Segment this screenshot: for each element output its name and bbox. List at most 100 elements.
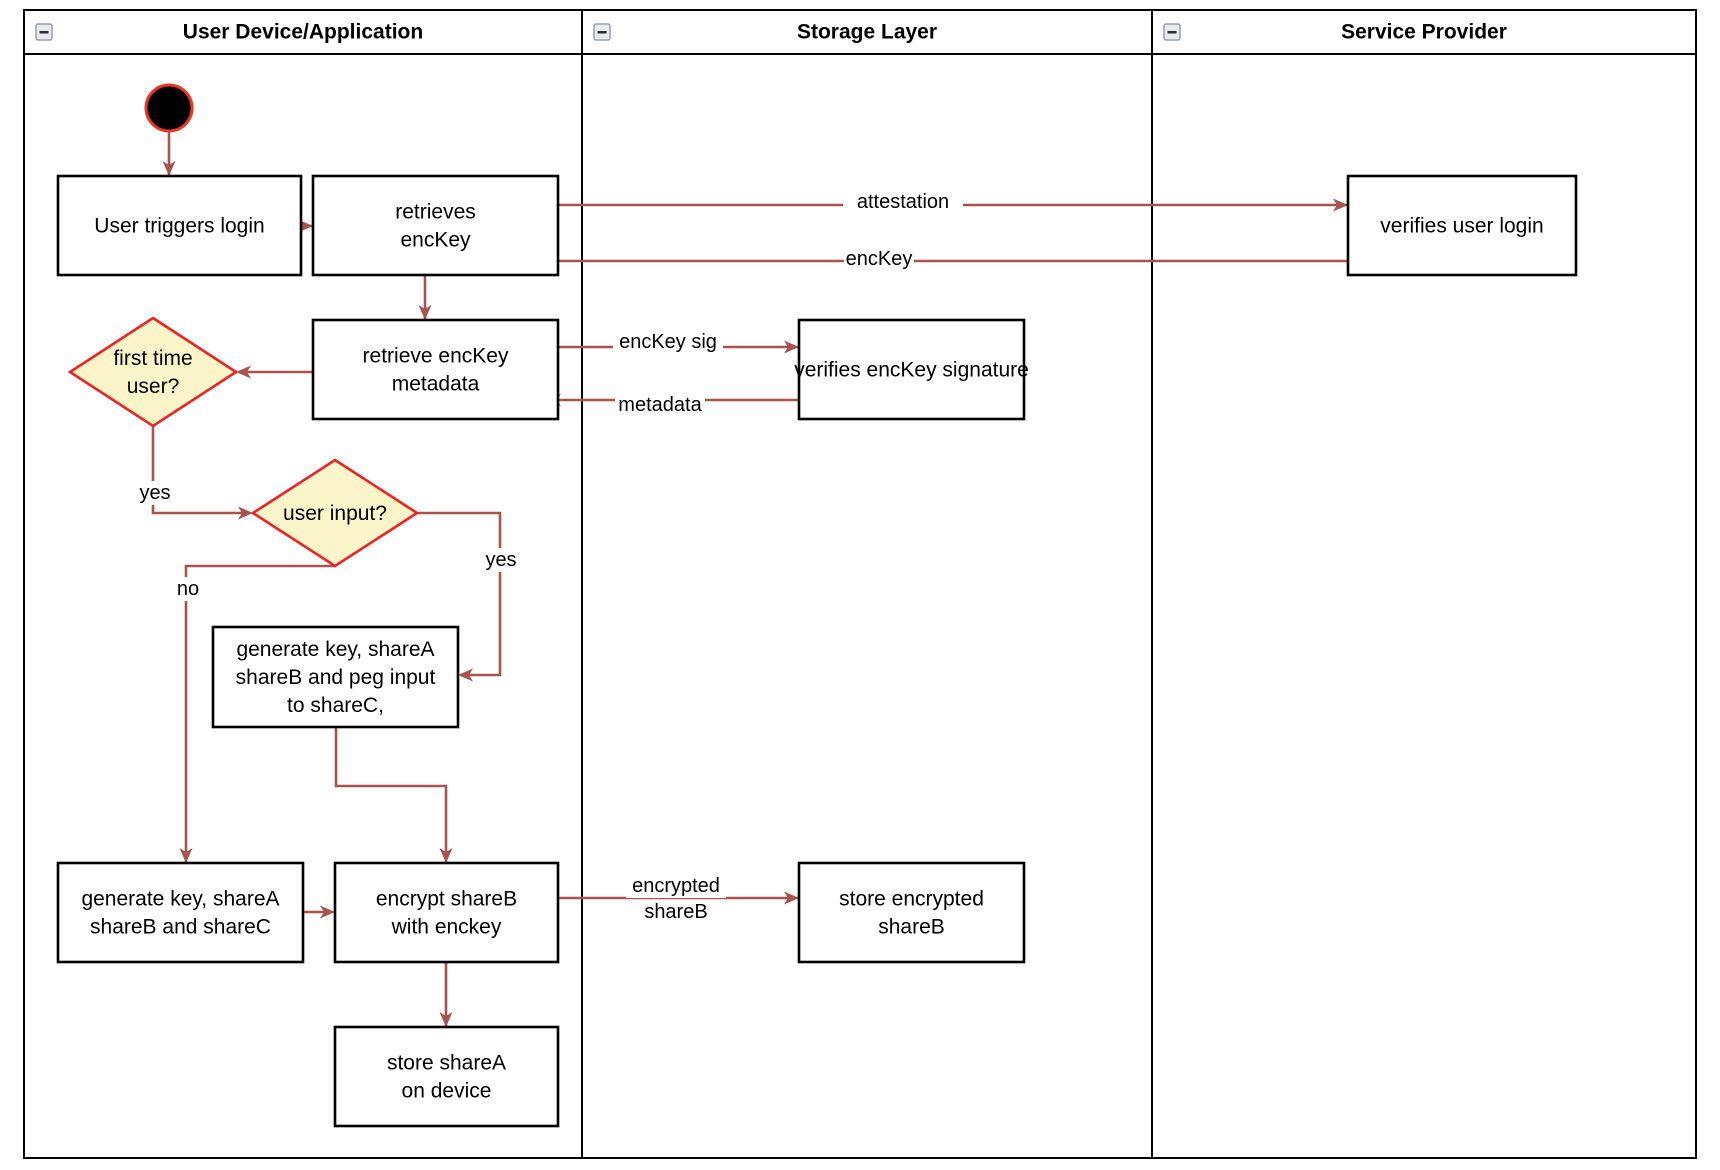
decision-shape	[250, 458, 420, 568]
edge-arrowhead	[458, 668, 473, 682]
node-encrypt-shareb[interactable]: encrypt shareB with enckey	[333, 861, 560, 964]
edge-label-backdrop	[613, 330, 723, 354]
node-user-input[interactable]: user input?	[250, 458, 420, 568]
node-label-text: shareB and peg input	[236, 666, 436, 689]
edge-arrowhead	[418, 305, 432, 320]
node-label-text: User triggers login	[94, 215, 264, 238]
node-label-text: encKey	[400, 229, 471, 252]
action-shape	[1346, 174, 1578, 277]
action-shape	[56, 174, 303, 277]
swimlane-header	[1151, 9, 1697, 55]
edge-peg-to-encrypt	[334, 727, 453, 863]
node-label-text: verifies encKey signature	[794, 359, 1029, 382]
node-label-text: metadata	[392, 373, 480, 396]
node-label-text: shareB	[878, 916, 945, 939]
edge-line	[184, 564, 335, 863]
node-retrieves-enckey[interactable]: retrieves encKey	[311, 174, 560, 277]
edge-arrowhead	[439, 1012, 453, 1027]
node-label-text: on device	[402, 1080, 492, 1103]
edge-shares-to-encrypt	[303, 905, 335, 919]
start-node-icon	[144, 83, 194, 133]
edge-label-firsttime-yes: yes	[135, 481, 175, 505]
node-label-text: retrieves	[395, 201, 476, 224]
action-shape	[56, 861, 305, 964]
edge-label-metadata-return: metadata	[615, 393, 705, 417]
swimlane-title: User Device/Application	[183, 21, 423, 44]
edge-label-attestation: attestation	[843, 190, 963, 214]
edge-label-enckey-return: encKey	[844, 247, 914, 271]
node-label-text: retrieve encKey	[363, 345, 509, 368]
edge-label-text: shareB	[644, 901, 707, 923]
swimlane-body	[581, 53, 1153, 1159]
node-verifies-enckey-signature[interactable]: verifies encKey signature	[794, 318, 1029, 421]
node-label-text: shareB and shareC	[90, 916, 271, 939]
action-shape	[333, 861, 560, 964]
edge-userinput-no	[179, 564, 335, 863]
edge-label-userinput-yes: yes	[481, 548, 521, 572]
edge-label-enckey-sig: encKey sig	[613, 330, 723, 354]
action-shape	[311, 318, 560, 421]
swimlane-title: Service Provider	[1341, 21, 1507, 44]
edge-start-to-login	[162, 131, 176, 176]
swimlane-header	[23, 9, 583, 55]
edge-arrowhead	[1333, 198, 1348, 212]
collapse-icon-bar	[39, 31, 49, 34]
collapse-minus-icon[interactable]	[593, 23, 611, 41]
edge-label-text: yes	[139, 482, 170, 504]
edge-label-backdrop	[844, 247, 914, 271]
collapse-icon-bar	[597, 31, 607, 34]
edge-arrowhead	[162, 161, 176, 176]
nodes-group: User triggers login retrieves encKey verifi…	[56, 83, 1578, 1128]
edge-arrowhead	[784, 891, 799, 905]
decision-shape	[67, 316, 239, 428]
edge-arrowhead	[238, 506, 253, 520]
node-label-text: first time	[113, 347, 192, 370]
edge-label-text: no	[177, 578, 199, 600]
edge-labels-group: attestation encKey encKey sig metadata yes ye…	[135, 190, 963, 924]
edge-encrypt-to-store-sharea	[439, 962, 453, 1027]
edge-line	[417, 511, 502, 677]
collapse-minus-icon[interactable]	[1163, 23, 1181, 41]
action-shape	[797, 318, 1026, 421]
edge-userinput-yes	[417, 511, 502, 682]
edge-arrowhead	[179, 848, 193, 863]
edge-label-backdrop	[641, 900, 711, 924]
swimlane-title: Storage Layer	[797, 21, 937, 44]
node-label-text: with enckey	[391, 916, 502, 939]
edge-retrieves-to-metadata	[418, 275, 432, 320]
action-shape	[311, 174, 560, 277]
node-label-text: verifies user login	[1380, 215, 1543, 238]
node-label-text: user?	[127, 375, 180, 398]
node-label-text: encrypt shareB	[376, 888, 517, 911]
node-user-triggers-login[interactable]: User triggers login	[56, 174, 303, 277]
action-shape	[333, 1025, 560, 1128]
node-store-sharea-on-device[interactable]: store shareA on device	[333, 1025, 560, 1128]
edge-label-text: metadata	[618, 394, 702, 416]
action-shape	[797, 861, 1026, 964]
node-first-time-user[interactable]: first time user?	[67, 316, 239, 428]
edge-arrowhead	[320, 905, 335, 919]
node-retrieve-enckey-metadata[interactable]: retrieve encKey metadata	[311, 318, 560, 421]
node-verifies-user-login[interactable]: verifies user login	[1346, 174, 1578, 277]
edge-label-userinput-no: no	[173, 577, 203, 601]
node-label-text: user input?	[283, 502, 387, 525]
collapse-minus-icon[interactable]	[35, 23, 53, 41]
node-start[interactable]	[144, 83, 194, 133]
edge-line	[151, 426, 245, 515]
node-label-text: store shareA	[387, 1052, 506, 1075]
edge-firsttime-yes	[151, 426, 253, 520]
edge-label-text: attestation	[857, 191, 949, 213]
edge-metadata-to-firsttime	[236, 365, 313, 379]
edge-label-text: yes	[485, 549, 516, 571]
action-shape	[211, 625, 460, 729]
edge-label-backdrop	[481, 548, 521, 572]
edge-label-backdrop	[615, 393, 705, 417]
edge-label-text: encKey sig	[619, 331, 717, 353]
edge-label-backdrop	[843, 190, 963, 214]
edge-line	[334, 727, 448, 863]
edge-label-backdrop	[135, 481, 175, 505]
